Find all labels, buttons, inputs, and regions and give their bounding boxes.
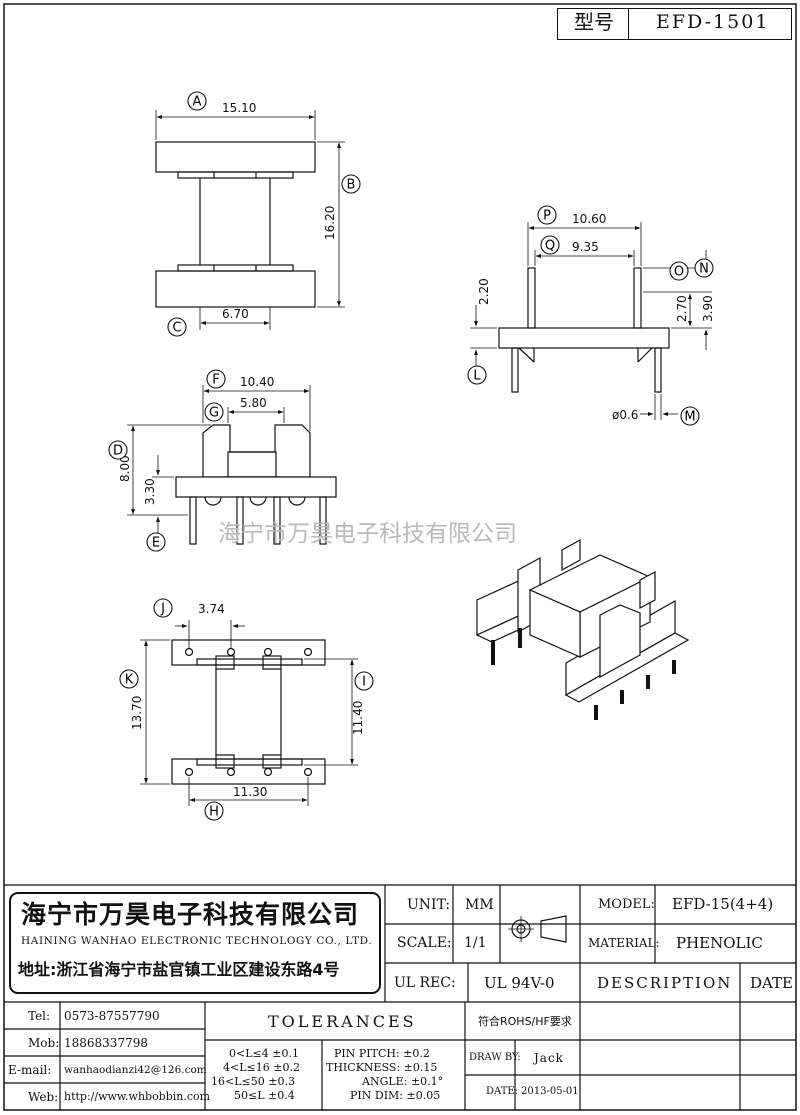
model-value: EFD-15(4+4) [672, 895, 774, 913]
dim-j: 3.74 [198, 602, 225, 616]
dim-p: 10.60 [572, 212, 606, 226]
dim-m: ø0.6 [612, 408, 638, 422]
dim-q: 9.35 [572, 240, 599, 254]
callout-letter: M [684, 410, 695, 425]
callout-m: M [680, 406, 700, 426]
dim-d: 8.00 [118, 455, 132, 482]
contact-email-value: wanhaodianzi42@126.com [64, 1064, 207, 1076]
unit-label: UNIT: [407, 897, 451, 913]
tolerance-range: 16<L≤50 ±0.3 [211, 1075, 295, 1088]
callout-letter: A [193, 95, 202, 110]
company-name-en: HAINING WANHAO ELECTRONIC TECHNOLOGY CO.… [21, 935, 373, 947]
callout-g: G [204, 402, 224, 422]
callout-l: L [467, 365, 487, 385]
dim-e: 3.30 [143, 478, 157, 505]
tolerance-range: 0<L≤4 ±0.1 [229, 1047, 299, 1060]
callout-letter: J [160, 602, 165, 617]
date-label: DATE: [486, 1086, 519, 1097]
callout-k: K [119, 669, 139, 689]
draw-by-value: Jack [534, 1051, 564, 1065]
tolerance-range: 50≤L ±0.4 [234, 1089, 295, 1102]
callout-j: J [153, 598, 173, 618]
dim-i: 11.40 [351, 701, 365, 735]
callout-letter: I [362, 675, 366, 690]
scale-label: SCALE: [397, 935, 452, 951]
tolerance-spec: THICKNESS: ±0.15 [326, 1061, 438, 1074]
callout-i: I [354, 671, 374, 691]
unit-value: MM [465, 897, 494, 913]
contact-web-label: Web: [28, 1090, 59, 1104]
material-value: PHENOLIC [676, 934, 763, 952]
tolerances-title: TOLERANCES [268, 1012, 417, 1031]
callout-letter: L [473, 369, 481, 384]
dim-g: 5.80 [240, 396, 267, 410]
callout-h: H [204, 801, 224, 821]
callout-letter: H [209, 805, 219, 820]
contact-mob-label: Mob: [28, 1036, 60, 1050]
callout-letter: E [152, 536, 160, 551]
draw-by-label: DRAW BY: [469, 1052, 521, 1063]
contact-mob-value: 18868337798 [64, 1036, 148, 1050]
dim-l: 2.20 [477, 278, 491, 305]
dim-n: 3.90 [701, 295, 715, 322]
tolerance-range: 4<L≤16 ±0.2 [223, 1061, 300, 1074]
callout-e: E [146, 532, 166, 552]
model-box-value: EFD-1501 [656, 11, 770, 33]
dim-b: 16.20 [323, 206, 337, 240]
model-box-label: 型号 [574, 10, 614, 34]
callout-f: F [206, 369, 226, 389]
description-header: DESCRIPTION [597, 974, 733, 992]
contact-tel-label: Tel: [28, 1009, 51, 1023]
callout-letter: D [113, 444, 123, 459]
date-header: DATE [750, 974, 793, 992]
callout-q: Q [540, 235, 560, 255]
dim-a: 15.10 [222, 101, 256, 115]
dim-f: 10.40 [240, 375, 274, 389]
dim-k: 13.70 [130, 696, 144, 730]
scale-value: 1/1 [464, 935, 487, 951]
callout-b: B [341, 174, 361, 194]
company-address: 地址:浙江省海宁市盐官镇工业区建设东路4号 [18, 960, 340, 979]
callout-letter: Q [545, 239, 555, 254]
callout-letter: O [674, 265, 684, 280]
contact-email-label: E-mail: [8, 1063, 52, 1077]
model-box [557, 8, 792, 40]
callout-o: O [669, 261, 689, 281]
callout-letter: B [347, 178, 356, 193]
callout-c: C [167, 317, 187, 337]
contact-tel-value: 0573-87557790 [64, 1009, 160, 1023]
ul-rec-label: UL REC: [394, 975, 456, 991]
callout-a: A [187, 91, 207, 111]
callout-p: P [537, 205, 557, 225]
dim-o: 2.70 [675, 295, 689, 322]
callout-letter: G [209, 406, 219, 421]
callout-letter: N [699, 262, 709, 277]
callout-d: D [108, 440, 128, 460]
material-label: MATERIAL: [588, 936, 660, 950]
company-name-cn: 海宁市万昊电子科技有限公司 [21, 900, 360, 929]
dim-c: 6.70 [222, 307, 249, 321]
rohs-note: 符合ROHS/HF要求 [478, 1015, 572, 1028]
tolerance-spec: PIN PITCH: ±0.2 [334, 1047, 430, 1060]
tolerance-spec: PIN DIM: ±0.05 [350, 1089, 441, 1102]
tolerance-spec: ANGLE: ±0.1° [362, 1075, 444, 1088]
contact-web-value: http://www.whbobbin.com [64, 1090, 211, 1103]
date-value: 2013-05-01 [521, 1086, 579, 1097]
ul-rec-value: UL 94V-0 [484, 974, 555, 992]
dim-h: 11.30 [233, 785, 267, 799]
callout-letter: F [212, 373, 219, 388]
callout-letter: C [172, 321, 181, 336]
model-label: MODEL: [598, 897, 655, 912]
watermark: 海宁市万昊电子科技有限公司 [218, 521, 517, 547]
callout-n: N [694, 258, 714, 278]
callout-letter: K [125, 673, 134, 688]
callout-letter: P [543, 209, 551, 224]
